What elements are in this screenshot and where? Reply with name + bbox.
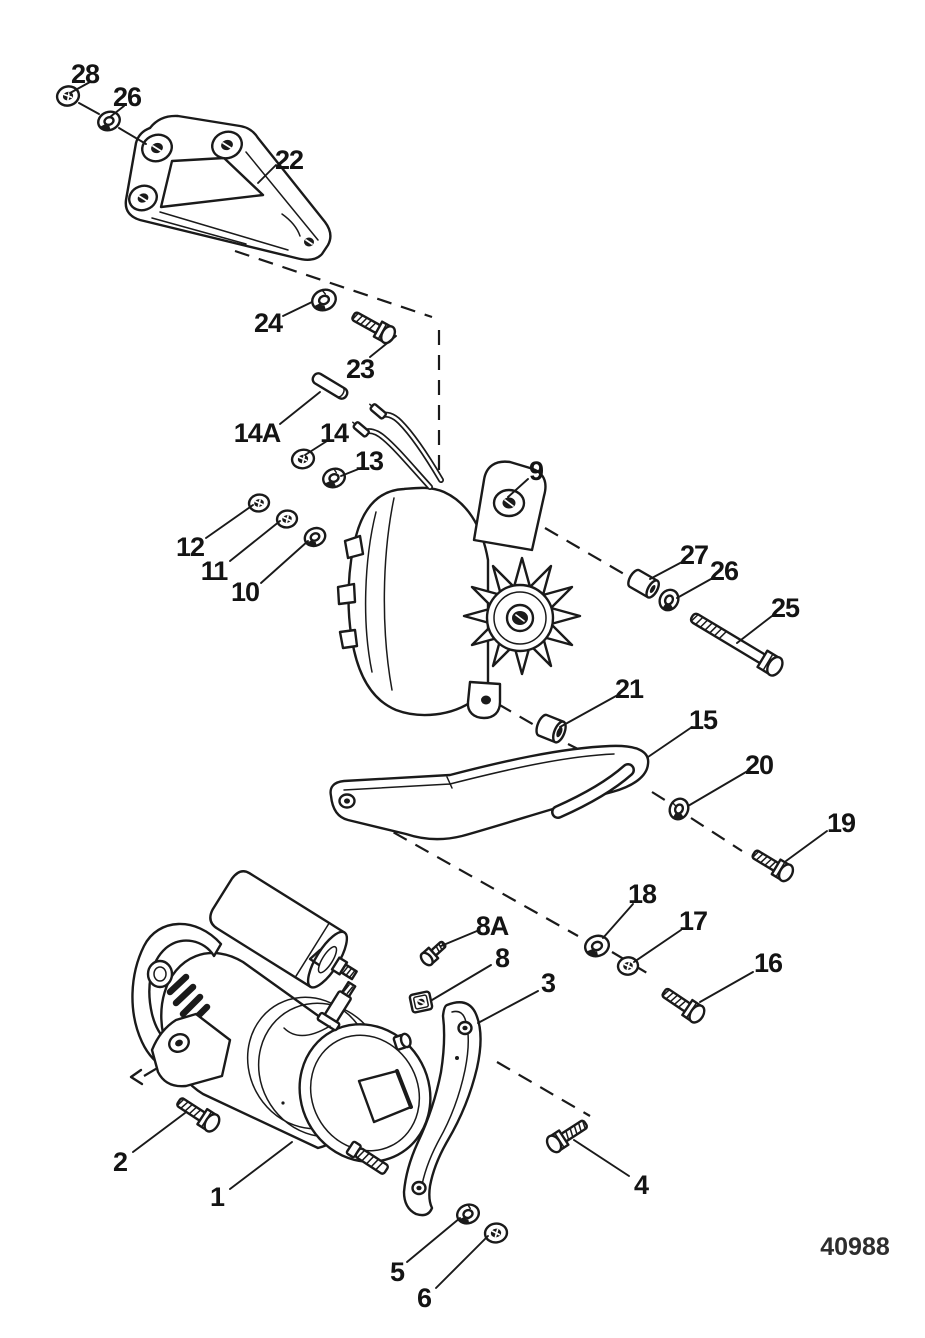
spacer-27 [627, 568, 661, 599]
callout-26-lower: 26 [710, 556, 739, 586]
callout-4: 4 [634, 1170, 649, 1200]
callout-26-upper: 26 [113, 82, 142, 112]
washer-26-lower [658, 588, 680, 612]
callout-12: 12 [176, 532, 204, 562]
callout-18: 18 [628, 879, 657, 909]
flange-nut-17 [616, 956, 640, 976]
callout-20: 20 [745, 750, 773, 780]
callout-23: 23 [346, 354, 375, 384]
callout-22: 22 [275, 145, 303, 175]
callout-6: 6 [417, 1283, 432, 1313]
mounting-bracket-22 [124, 114, 332, 261]
callout-2: 2 [113, 1147, 127, 1177]
callout-13: 13 [355, 446, 384, 476]
callout-8: 8 [495, 943, 510, 973]
axis-line-28-26 [78, 102, 147, 145]
callout-25: 25 [771, 593, 800, 623]
callout-16: 16 [754, 948, 783, 978]
callout-10: 10 [231, 577, 259, 607]
screw-8A [419, 940, 447, 967]
callout-21: 21 [615, 674, 644, 704]
flange-nut-6 [483, 1222, 509, 1244]
bushing-21 [535, 713, 567, 744]
support-bracket-3 [402, 1001, 482, 1217]
pin-14A [311, 372, 349, 400]
flange-nut-12 [247, 493, 271, 513]
washer-20 [668, 797, 690, 821]
callout-5: 5 [390, 1257, 405, 1287]
bolt-4 [545, 1119, 589, 1154]
callout-1: 1 [210, 1182, 225, 1212]
starter-motor-1 [131, 870, 432, 1175]
alternator-9 [336, 403, 582, 720]
bolt-2 [176, 1097, 221, 1133]
washer-18 [583, 934, 611, 958]
axis-arrowhead [129, 1068, 144, 1086]
callout-24: 24 [254, 308, 283, 338]
bolt-16 [661, 987, 706, 1024]
callout-27: 27 [680, 540, 708, 570]
leader-lines [69, 81, 828, 1289]
callout-8A: 8A [476, 911, 509, 941]
brace-15 [329, 744, 650, 841]
drawing-number: 40988 [820, 1233, 890, 1261]
washer-5 [455, 1203, 481, 1225]
callout-11: 11 [201, 556, 229, 586]
flange-nut-14 [290, 448, 316, 470]
washer-24 [311, 288, 337, 312]
callout-15: 15 [689, 705, 718, 735]
callout-labels: 28 26 22 24 23 14A 14 13 9 12 11 10 27 2… [71, 59, 857, 1313]
square-nut-8 [408, 990, 434, 1014]
washer-10 [303, 526, 327, 548]
callout-3: 3 [541, 968, 556, 998]
bolt-19 [751, 849, 795, 883]
callout-28: 28 [71, 59, 100, 89]
flange-nut-11 [275, 509, 299, 529]
callout-14: 14 [320, 418, 349, 448]
callout-19: 19 [827, 808, 856, 838]
washer-26-upper [97, 110, 121, 132]
callout-9: 9 [529, 456, 544, 486]
callout-14A: 14A [234, 418, 281, 448]
washer-13 [322, 467, 346, 489]
starter-mounting-stud [345, 1140, 389, 1175]
callout-17: 17 [679, 906, 707, 936]
solenoid-terminal [316, 980, 357, 1032]
bolt-25 [689, 612, 784, 677]
